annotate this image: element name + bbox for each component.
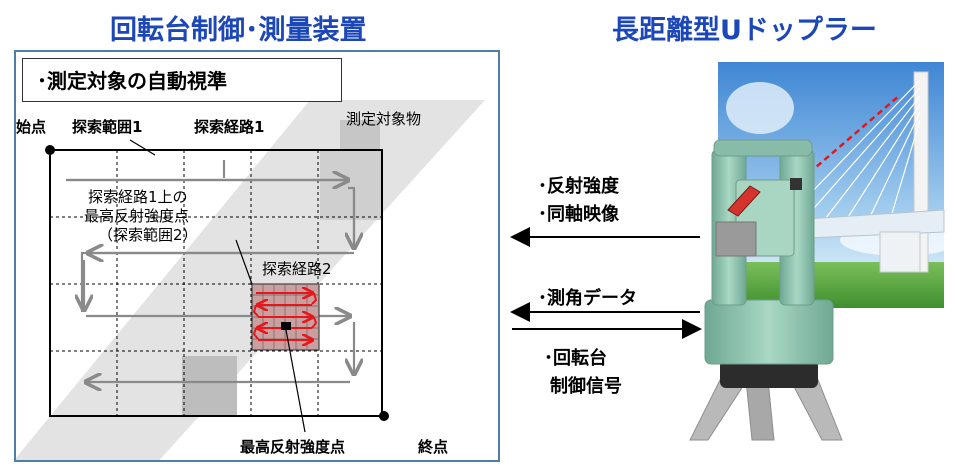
right-title: 長距離型Uドップラー: [612, 15, 877, 46]
end-point-dot: [379, 411, 389, 421]
reflection-intensity-label: ･反射強度: [538, 176, 619, 197]
max-reflection-marker: [281, 322, 291, 330]
search-path-1-label: 探索経路1: [194, 118, 265, 136]
signal-arrows: [510, 227, 702, 339]
search-path-1: [66, 160, 354, 382]
path1-peak-line1: 探索経路1上の: [88, 188, 188, 206]
search-grid: [49, 149, 383, 417]
path1-peak-line3: （探索範囲2）: [98, 226, 198, 244]
end-point-label: 終点: [418, 438, 449, 456]
auto-collimation-box: ･測定対象の自動視準: [22, 58, 342, 102]
start-point-label: 始点: [16, 118, 47, 136]
angle-data-label: ･測角データ: [538, 288, 637, 309]
start-point-dot: [45, 145, 55, 155]
search-range-1-label: 探索範囲1: [72, 118, 143, 136]
search-path-2-label: 探索経路2: [262, 260, 332, 278]
max-reflection-point-label: 最高反射強度点: [240, 438, 346, 456]
left-title: 回転台制御･測量装置: [110, 15, 367, 46]
coaxial-image-label: ･同軸映像: [538, 204, 619, 225]
rotary-control-line1: ･回転台: [544, 348, 607, 369]
rotary-control-line2: 制御信号: [550, 376, 622, 397]
measurement-target-label: 測定対象物: [346, 110, 422, 128]
surveying-instrument-icon: [689, 139, 843, 441]
leader-lines: [129, 139, 306, 433]
path1-peak-line2: 最高反射強度点: [84, 207, 190, 225]
